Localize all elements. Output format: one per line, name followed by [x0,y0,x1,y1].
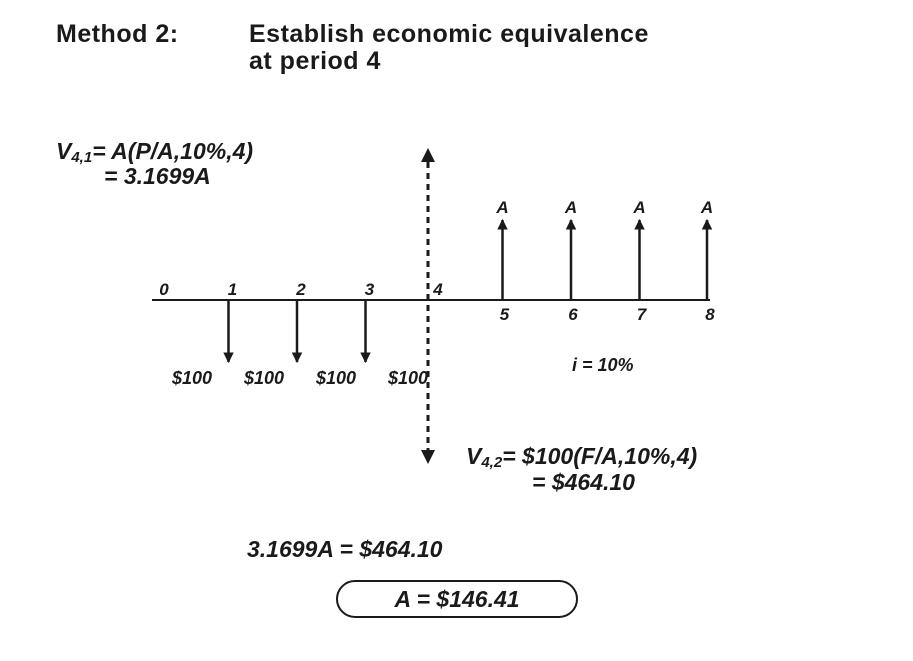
period-label-6: 6 [568,305,578,324]
answer-text: A = $146.41 [394,585,520,612]
v42-equation: V4,2= $100(F/A,10%,4) [466,443,697,473]
v41-equation: V4,1= A(P/A,10%,4) [56,138,253,168]
inflow-label-7: A [633,198,646,217]
interest-rate: i = 10% [572,355,634,375]
period-label-4: 4 [433,280,443,299]
outflow-label-1: $100 [172,368,213,388]
period-label-2: 2 [296,280,306,299]
period-label-7: 7 [636,305,647,324]
v42-rhs: = $100(F/A,10%,4) [502,443,698,469]
title-line1: Establish economic equivalence [249,20,649,48]
title-line2: at period 4 [249,47,381,75]
equivalence-equation: 3.1699A = $464.10 [247,536,443,562]
period-label-0: 0 [159,280,169,299]
inflow-label-5: A [496,198,509,217]
answer-oval: A = $146.41 [336,580,578,618]
period-label-8: 8 [705,305,715,324]
period-label-3: 3 [364,280,375,299]
v41-rhs: = A(P/A,10%,4) [92,138,254,164]
v41-symbol: V [56,138,72,164]
outflow-label-4: $100 [388,368,429,388]
method-label: Method 2: [56,20,179,48]
inflow-label-6: A [564,198,578,217]
dashed-arrowhead-up [421,148,435,162]
v41-subscript: 4,1 [71,149,93,166]
v42-result: = $464.10 [532,469,635,495]
v42-subscript: 4,2 [481,454,503,471]
inflow-label-8: A [700,198,714,217]
v42-symbol: V [466,443,482,469]
period-label-5: 5 [499,305,510,324]
outflow-label-3: $100 [316,368,357,388]
dashed-arrowhead-down [421,450,435,464]
v41-result: = 3.1699A [104,163,211,189]
outflow-label-2: $100 [244,368,285,388]
page-title: Method 2: Establish economic equivalence… [56,20,648,75]
period-label-1: 1 [227,280,238,299]
